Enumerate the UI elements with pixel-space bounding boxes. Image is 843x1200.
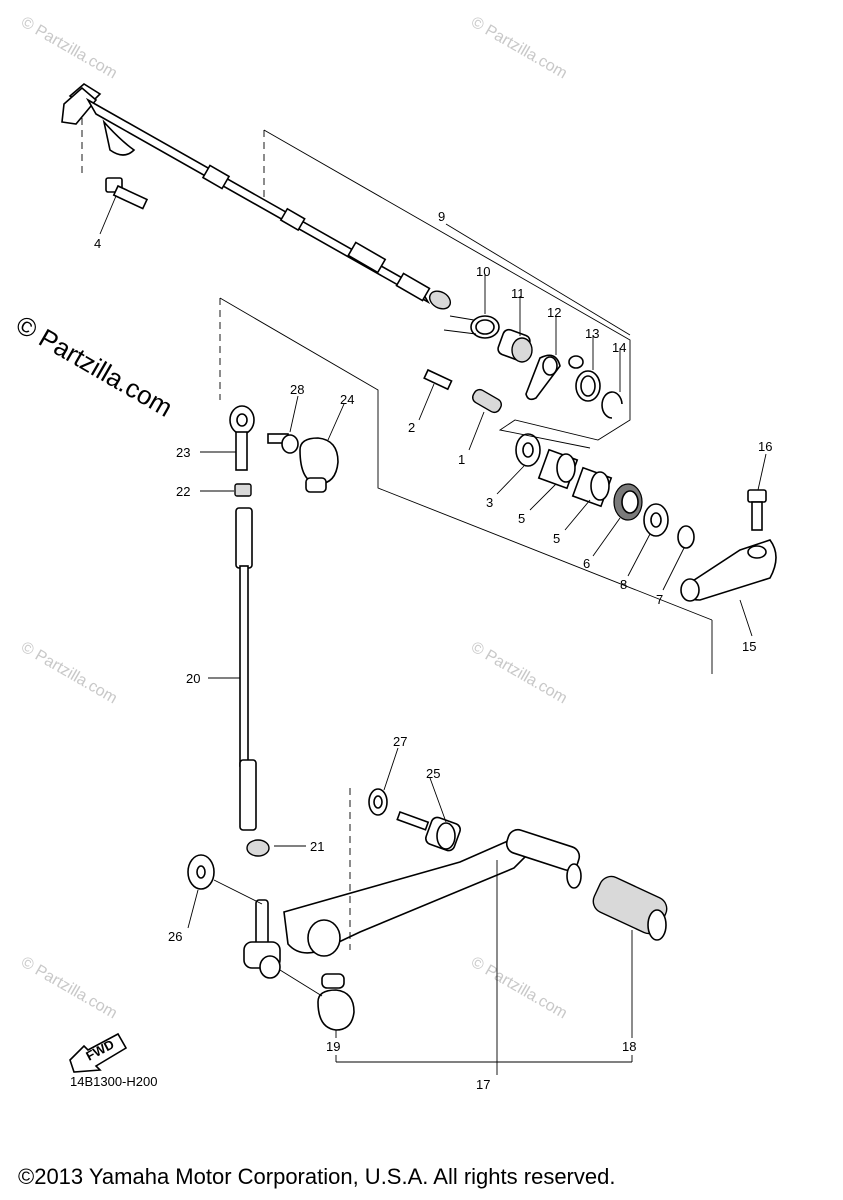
washer-part-3 [515,433,541,467]
callout-21: 21 [310,839,324,854]
leader-lines [81,118,767,1075]
callout-26: 26 [168,929,182,944]
callout-17: 17 [476,1077,490,1092]
shift-shaft-part [61,83,452,310]
callout-5b: 5 [553,531,560,546]
spring-part-1 [472,388,502,414]
small-collar-part [568,355,584,369]
callout-18: 18 [622,1039,636,1054]
bolt-part-4 [105,177,149,210]
callout-24: 24 [340,392,354,407]
nut-part-22 [234,483,252,497]
callout-28: 28 [290,382,304,397]
circlip-part-14 [601,391,623,419]
pedal-rubber-part-18 [592,875,668,941]
circlip-part-7 [677,525,695,549]
washer-part-26 [187,854,215,890]
bushing-part-13 [575,370,601,402]
bolt-part-28 [267,433,299,454]
oil-seal-part-6 [613,483,643,521]
callout-15: 15 [742,639,756,654]
watermark: © Partzilla.com [468,14,570,83]
pin-part-2 [423,368,453,391]
callout-20: 20 [186,671,200,686]
collar-part-11 [497,328,533,363]
watermark-large: © Partzilla.com [11,309,178,423]
shift-arm-part-15 [680,539,777,602]
watermark: © Partzilla.com [468,954,570,1023]
callout-9: 9 [438,209,445,224]
callout-13: 13 [585,326,599,341]
callout-8: 8 [620,577,627,592]
callout-10: 10 [476,264,490,279]
bearing-part-5b [571,466,613,508]
callout-27: 27 [393,734,407,749]
watermark: © Partzilla.com [468,639,570,708]
washer-part-8 [643,503,669,537]
callout-2: 2 [408,420,415,435]
callout-4: 4 [94,236,101,251]
fwd-arrow-icon: FWD [69,1032,128,1073]
bolt-part-16 [747,489,767,531]
callout-3: 3 [486,495,493,510]
callout-22: 22 [176,484,190,499]
callout-1: 1 [458,452,465,467]
callout-19: 19 [326,1039,340,1054]
callout-5a: 5 [518,511,525,526]
washer-part-27 [368,788,388,816]
shift-pedal-part-17 [243,828,582,979]
callout-labels: 1 2 3 4 5 5 6 7 8 9 10 11 12 13 14 15 16… [94,209,772,1092]
watermark: © Partzilla.com [18,14,120,83]
pivot-bolt-part-25 [396,810,461,852]
shift-lever-part-12 [525,354,561,401]
diagram-code: 14B1300-H200 [70,1074,157,1089]
rod-end-part-23 [229,405,255,471]
copyright-notice: ©2013 Yamaha Motor Corporation, U.S.A. A… [18,1164,615,1189]
torsion-spring-part-10 [443,315,500,339]
callout-16: 16 [758,439,772,454]
shift-rod-part-20 [235,507,257,831]
ball-joint-cap-part-19 [317,973,355,1031]
callout-14: 14 [612,340,626,355]
ball-joint-cap-part-24 [299,437,339,493]
callout-6: 6 [583,556,590,571]
callout-7: 7 [656,592,663,607]
callout-25: 25 [426,766,440,781]
callout-11: 11 [511,286,525,301]
callout-12: 12 [547,305,561,320]
watermark: © Partzilla.com [18,954,120,1023]
bearing-part-5a [537,448,579,490]
watermark: © Partzilla.com [18,639,120,708]
nut-part-21 [246,839,270,857]
callout-23: 23 [176,445,190,460]
